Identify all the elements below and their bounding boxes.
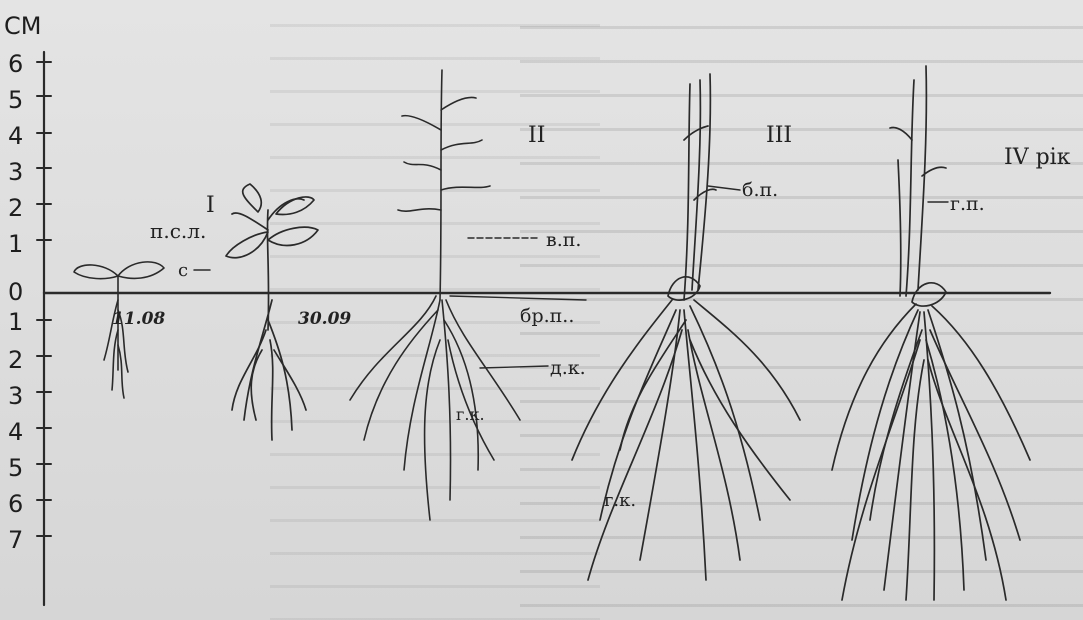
label-brp: бр.п.. — [520, 305, 574, 327]
tick-label-0: 0 — [8, 278, 23, 306]
tick-label-neg-3: 3 — [8, 382, 23, 410]
date-first: 11.08 — [112, 309, 165, 329]
label-dk: д.к. — [550, 357, 586, 379]
date-second: 30.09 — [298, 309, 351, 329]
tick-label-neg-1: 1 — [8, 308, 23, 336]
label-gk-small: г.к. — [456, 405, 485, 424]
label-gp: г.п. — [950, 193, 985, 215]
label-vp: в.п. — [546, 229, 581, 251]
tick-label-4: 4 — [8, 122, 23, 150]
axis-unit: СМ — [4, 12, 41, 40]
plant-year-four — [832, 66, 1030, 600]
label-bp: б.п. — [742, 179, 778, 201]
tick-label-neg-2: 2 — [8, 346, 23, 374]
tick-label-neg-4: 4 — [8, 418, 23, 446]
plant-year-two — [350, 70, 520, 520]
vertical-axis — [37, 52, 51, 605]
stage-two-label: ІІ — [528, 123, 545, 148]
tick-label-6: 6 — [8, 50, 23, 78]
tick-label-3: 3 — [8, 158, 23, 186]
label-gk-large: г.к. — [604, 490, 636, 511]
stage-seedling-label: п.с.л. — [150, 219, 206, 243]
stage-three-label: ІІІ — [766, 123, 792, 148]
tick-label-neg-6: 6 — [8, 490, 23, 518]
tick-label-2: 2 — [8, 194, 23, 222]
tick-label-neg-7: 7 — [8, 526, 23, 554]
label-c: с — [178, 260, 188, 281]
stage-four-label: ІV рік — [1004, 145, 1071, 170]
tick-label-5: 5 — [8, 86, 23, 114]
tick-label-1: 1 — [8, 230, 23, 258]
tick-label-neg-5: 5 — [8, 454, 23, 482]
plant-seedling — [74, 262, 164, 398]
stage-one-label: І — [206, 193, 215, 218]
